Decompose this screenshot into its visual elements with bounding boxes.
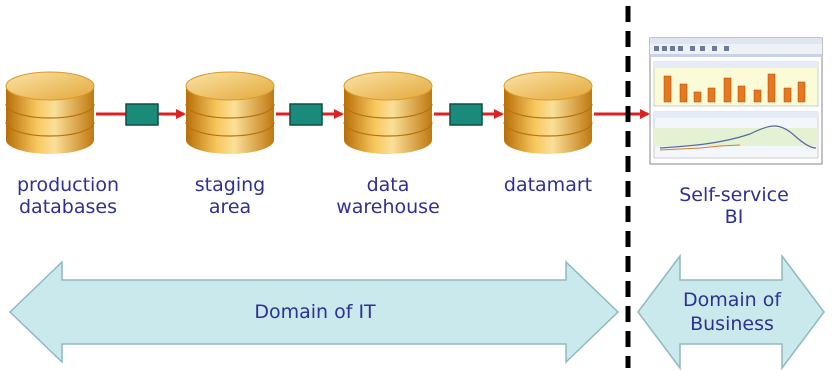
etl-process-box-icon	[125, 103, 159, 126]
flow-arrow	[434, 103, 504, 126]
label-line: databases	[19, 196, 117, 218]
label-line: Business	[690, 313, 774, 335]
flow-arrow	[96, 103, 186, 126]
label-line: Self-service	[679, 184, 789, 206]
label-staging-area: staging area	[170, 174, 290, 218]
label-line: data	[366, 174, 410, 196]
database-cylinder-icon	[5, 71, 95, 154]
label-datamart: datamart	[488, 174, 608, 196]
dashboard-screenshot-icon	[649, 37, 823, 165]
domain-it-arrow	[8, 260, 620, 364]
database-cylinder-icon	[503, 71, 593, 154]
label-self-service-bi: Self-service BI	[664, 184, 804, 228]
flow-arrow	[276, 103, 344, 126]
database-cylinder-icon	[343, 71, 433, 154]
label-line: production	[16, 174, 120, 196]
label-data-warehouse: data warehouse	[320, 174, 456, 218]
domain-business-label: Domain of Business	[680, 288, 784, 336]
label-production-databases: production databases	[0, 174, 136, 218]
etl-process-box-icon	[289, 103, 323, 126]
label-line: BI	[724, 206, 744, 228]
label-line: warehouse	[336, 196, 440, 218]
domain-it-label: Domain of IT	[254, 301, 376, 323]
label-line: datamart	[503, 174, 593, 196]
domain-business-arrow	[637, 253, 825, 371]
label-line: Domain of	[682, 289, 782, 311]
database-cylinder-icon	[185, 71, 275, 154]
label-line: area	[208, 196, 252, 218]
label-line: staging	[194, 174, 266, 196]
etl-process-box-icon	[449, 103, 483, 126]
